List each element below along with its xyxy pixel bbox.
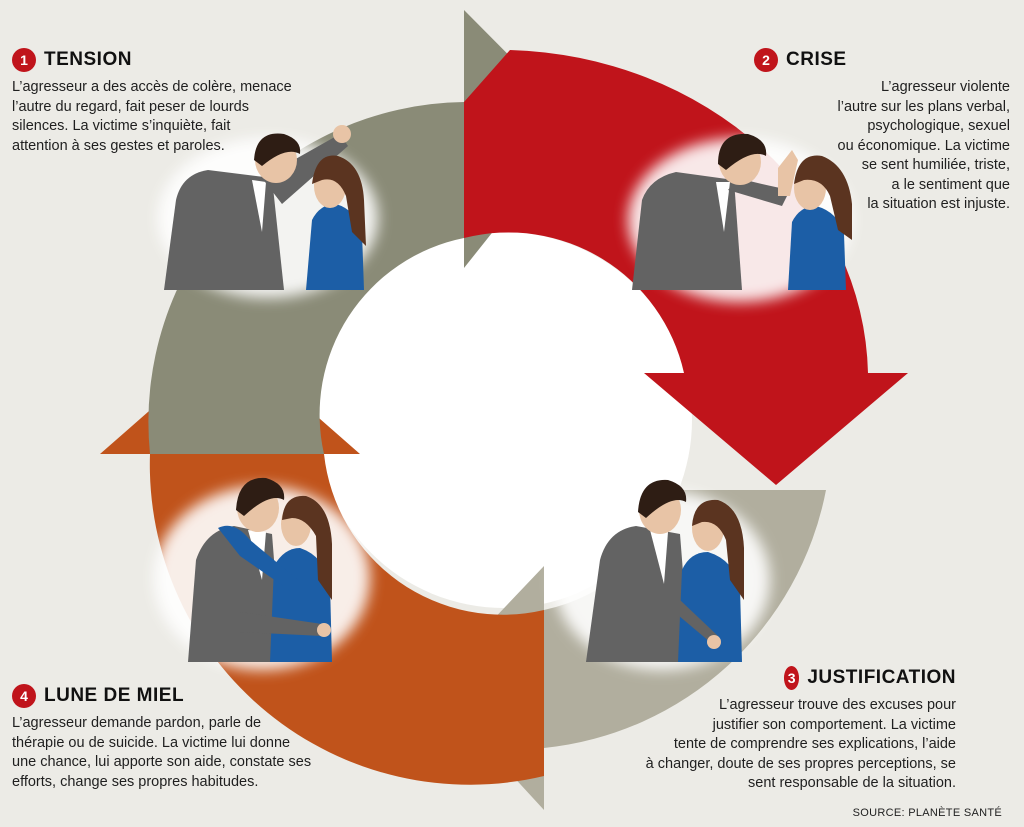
phase-tension: 1 TENSION L’agresseur a des accès de col…	[12, 48, 312, 156]
phase-honeymoon: 4 LUNE DE MIEL L’agresseur demande pardo…	[12, 684, 332, 792]
phase-description: L’agresseur trouve des excuses pour just…	[645, 697, 956, 791]
source-credit: SOURCE: PLANÈTE SANTÉ	[852, 807, 1002, 819]
phase-title: TENSION	[44, 49, 132, 70]
illustration-crisis	[628, 133, 852, 302]
illustration-tension	[158, 125, 378, 298]
illustration-honeymoon	[154, 477, 370, 670]
phase-title: LUNE DE MIEL	[44, 685, 185, 706]
phase-crisis: 2 CRISE L’agresseur violente l’autre sur…	[700, 48, 1010, 215]
phase-description: L’agresseur violente l’autre sur les pla…	[837, 79, 1011, 212]
illustration-justification	[554, 479, 770, 670]
phase-number-badge: 3	[784, 666, 800, 690]
phase-description: L’agresseur demande pardon, parle de thé…	[12, 715, 312, 790]
phase-number-badge: 4	[12, 684, 36, 708]
phase-number-badge: 1	[12, 48, 36, 72]
phase-justification: 3 JUSTIFICATION L’agresseur trouve des e…	[600, 666, 956, 794]
phase-number-badge: 2	[754, 48, 778, 72]
phase-description: L’agresseur a des accès de colère, menac…	[12, 79, 292, 154]
phase-title: JUSTIFICATION	[807, 667, 956, 688]
phase-title: CRISE	[786, 49, 847, 70]
